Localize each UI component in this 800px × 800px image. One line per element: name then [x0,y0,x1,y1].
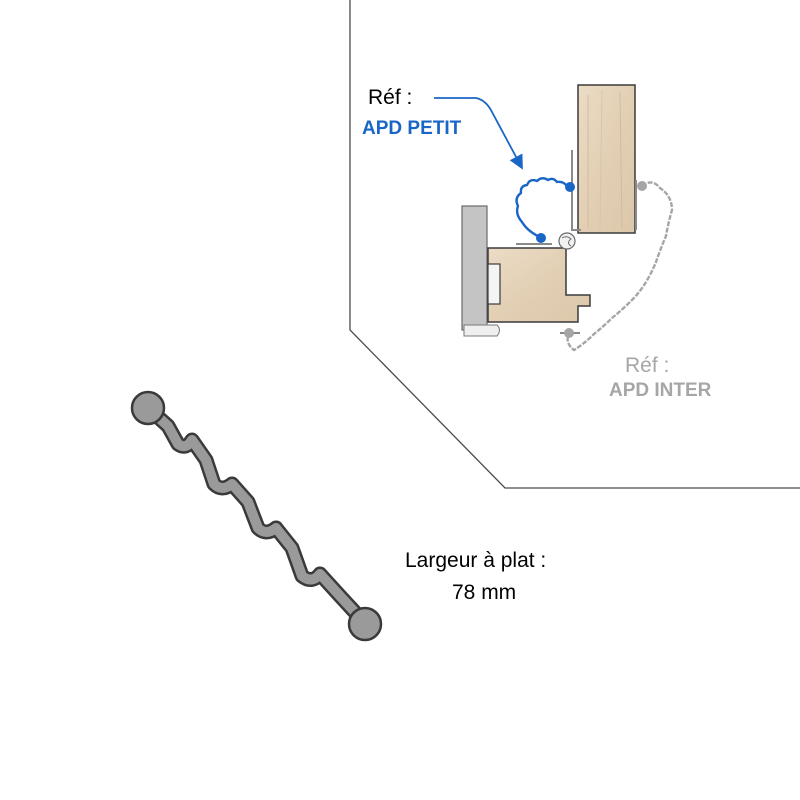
detail-frame [349,0,800,489]
apd-petit-bulb-lower [536,233,546,243]
sash-clip-rail [571,150,581,231]
wall-base-seal [463,324,500,337]
apd-inter-code: APD INTER [609,380,712,401]
apd-petit-leader-arrow [434,97,523,170]
frame-groove [487,263,501,305]
flat-width-value: 78 mm [452,581,517,604]
apd-inter-bulb-lower [564,328,574,338]
frame-wood-profile [487,247,591,323]
apd-petit-code: APD PETIT [362,118,462,139]
apd-petit-ref-label: Réf : [368,86,413,109]
apd-inter-profile [566,181,674,352]
apd-inter-bulb-upper [637,181,647,191]
flat-width-label: Largeur à plat : [405,549,547,572]
flat-profile-bulb-start [130,390,166,426]
apd-petit-profile [515,177,568,240]
hinge-screw [558,232,576,250]
apd-petit-bulb-upper [565,182,575,192]
flat-profile-bulb-end [347,606,383,642]
wall-section [461,205,488,331]
sash-wood-profile [577,84,636,234]
apd-inter-ref-label: Réf : [625,354,670,377]
